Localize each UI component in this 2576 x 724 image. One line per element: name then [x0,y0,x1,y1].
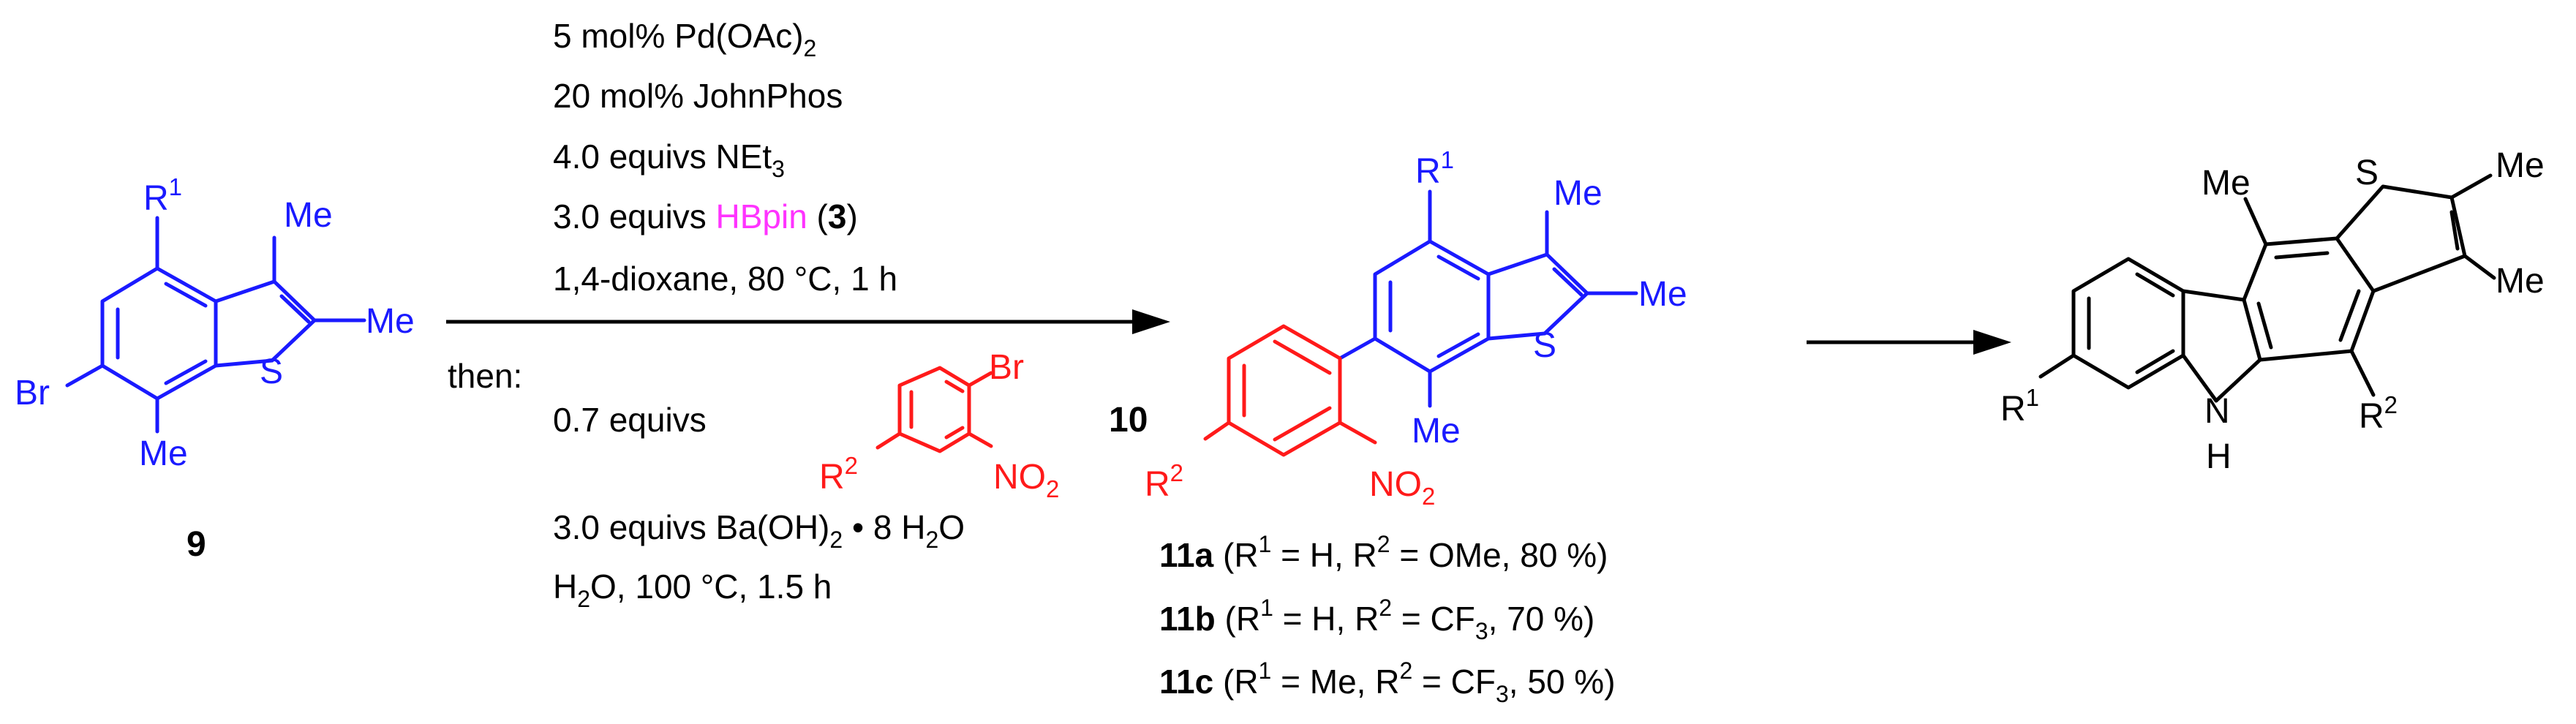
condition-hbpin: 3.0 equivs HBpin (3) [553,197,858,235]
product-me-right-top: Me [2496,146,2545,185]
compound-11: R1 Me Me S Me R2 NO2 11a (R1 = H, R2 = O… [1145,146,1687,707]
compound-11-me-right: Me [1638,275,1687,314]
compound-9-me-top: Me [284,196,333,235]
reagent-10-r2: R2 [819,452,858,497]
compound-11-sulfur: S [1533,326,1556,365]
product-bonds [2038,173,2496,403]
condition-base-baoh2: 3.0 equivs Ba(OH)2 • 8 H2O [553,508,965,553]
compound-11-red-bonds [1203,324,1377,457]
variant-11c: 11c (R1 = Me, R2 = CF3, 50 %) [1159,657,1616,707]
reaction-arrow-1 [446,309,1170,334]
condition-water-temp: H2O, 100 °C, 1.5 h [553,567,832,612]
reagent-10-no2: NO2 [993,458,1059,502]
compound-9-bonds [65,216,366,434]
reagent-10-br: Br [989,348,1024,387]
compound-9-label: 9 [187,525,206,564]
product-r2: R2 [2359,391,2398,436]
product-r1: R1 [2000,384,2039,429]
reagent-10-structure [875,366,993,453]
compound-9-sulfur: S [260,352,283,391]
product: Me S Me Me R1 N H R2 [2000,146,2545,476]
compound-11-r2: R2 [1145,459,1183,504]
conditions-above: 5 mol% Pd(OAc)2 20 mol% JohnPhos 4.0 equ… [553,17,897,298]
compound-9-br: Br [15,374,50,412]
compound-11-blue-bonds [1338,189,1638,408]
condition-ligand: 20 mol% JohnPhos [553,77,843,115]
product-me-top: Me [2202,164,2251,203]
condition-solvent-temp: 1,4-dioxane, 80 °C, 1 h [553,260,897,298]
conditions-below: then: 0.7 equivs Br NO2 R2 10 3.0 equivs… [448,348,1148,612]
product-sulfur: S [2355,154,2379,192]
compound-9-r1: R1 [143,173,182,218]
condition-then: then: [448,357,522,395]
condition-reagent-amount: 0.7 equivs [553,401,707,439]
variant-11b: 11b (R1 = H, R2 = CF3, 70 %) [1159,595,1594,644]
condition-pd-catalyst: 5 mol% Pd(OAc)2 [553,17,816,61]
product-nh-h: H [2206,437,2232,476]
compound-9: R1 Me Me S Br Me 9 [15,173,415,564]
compound-9-me-bottom: Me [139,434,188,473]
compound-9-me-right: Me [366,302,415,341]
product-me-right-bottom: Me [2496,262,2545,301]
variant-11a: 11a (R1 = H, R2 = OMe, 80 %) [1159,531,1608,574]
compound-11-variants: 11a (R1 = H, R2 = OMe, 80 %) 11b (R1 = H… [1159,531,1616,707]
product-nh-n: N [2204,392,2230,431]
reagent-10-label: 10 [1109,401,1148,440]
reaction-arrow-2 [1807,330,2011,355]
compound-11-me-bottom: Me [1412,412,1461,450]
condition-base-net3: 4.0 equivs NEt3 [553,137,785,182]
compound-11-me-top: Me [1553,174,1603,213]
compound-11-no2: NO2 [1369,465,1435,510]
compound-11-r1: R1 [1415,146,1454,191]
